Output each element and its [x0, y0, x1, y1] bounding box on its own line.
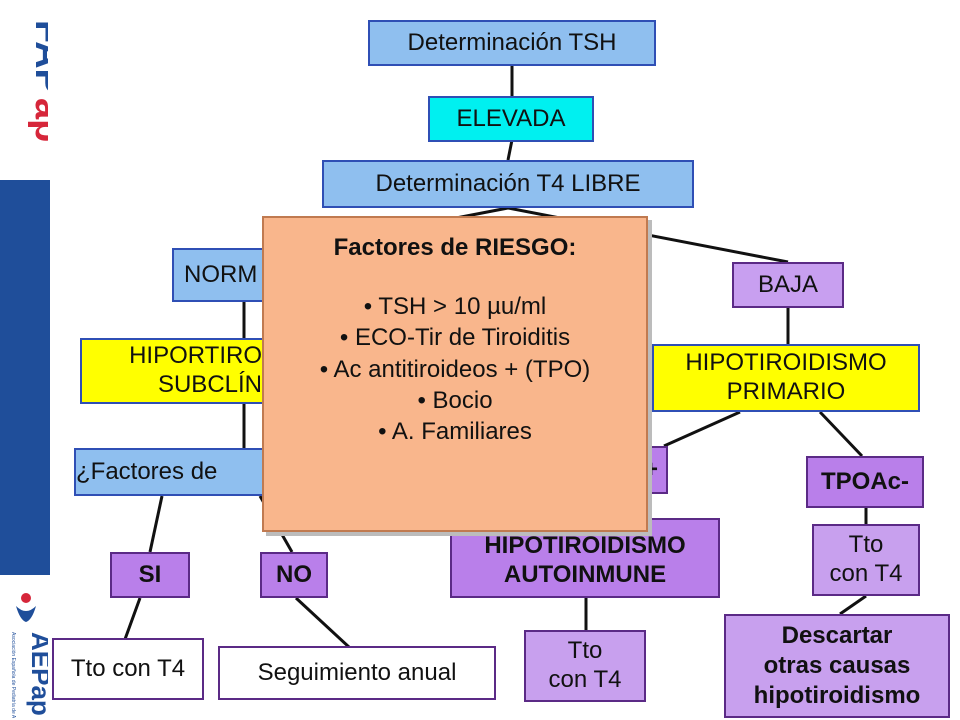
- hipotiroidismo-primario-box: HIPOTIROIDISMO PRIMARIO: [652, 344, 920, 412]
- seguimiento-anual-box: Seguimiento anual: [218, 646, 496, 700]
- sidebar-blue-band: [0, 180, 50, 575]
- risk-factors-popup: Factores de RIESGO: • TSH > 10 µu/ml • E…: [262, 216, 648, 532]
- hipo-prim-line1: HIPOTIROIDISMO: [685, 349, 887, 377]
- tto-t4-left-box: Tto con T4: [52, 638, 204, 700]
- tto-mid-line2: con T4: [548, 666, 622, 693]
- risk-item-familiares: • A. Familiares: [378, 417, 532, 445]
- baja-box: BAJA: [732, 262, 844, 308]
- tpoac-negative-box: TPOAc-: [806, 456, 924, 508]
- tto-right-line1: Tto: [848, 531, 884, 559]
- svg-text:FAP: FAP: [27, 20, 48, 94]
- descartar-line3: hipotiroidismo: [753, 682, 921, 709]
- risk-item-eco: • ECO-Tir de Tiroiditis: [339, 324, 571, 352]
- fapap-logo: FAP ap: [27, 20, 48, 142]
- hipo-sub-line1: HIPORTIRO: [129, 342, 262, 370]
- hipotiroidismo-subclinico-box: HIPORTIRO SUBCLÍN: [80, 338, 270, 404]
- risk-item-ac: • Ac antitiroideos + (TPO): [319, 355, 591, 383]
- sidebar: FAP ap AEPap Asociación Española de Pedi…: [0, 0, 50, 720]
- hipo-prim-line2: PRIMARIO: [726, 378, 846, 405]
- risk-item-bocio: • Bocio: [417, 386, 493, 414]
- tto-t4-mid-box: Tto con T4: [524, 630, 646, 702]
- normal-box: NORM: [172, 248, 272, 302]
- aepap-logo: AEPap Asociación Española de Pediatría d…: [10, 593, 48, 718]
- svg-text:Asociación Española de Pediatr: Asociación Española de Pediatría de Aten…: [10, 632, 16, 718]
- descartar-box: Descartar otras causas hipotiroidismo: [724, 614, 950, 718]
- risk-factors-title: Factores de RIESGO:: [333, 234, 577, 261]
- hipo-sub-line2: SUBCLÍN: [157, 371, 262, 398]
- no-box: NO: [260, 552, 328, 598]
- si-box: SI: [110, 552, 190, 598]
- hipo-auto-line1: HIPOTIROIDISMO: [484, 532, 686, 560]
- tto-t4-right-box: Tto con T4: [812, 524, 920, 596]
- risk-item-tsh: • TSH > 10 µu/ml: [363, 293, 547, 321]
- descartar-line1: Descartar: [781, 622, 893, 649]
- tto-mid-line1: Tto: [567, 637, 603, 665]
- hipo-auto-line2: AUTOINMUNE: [503, 561, 667, 589]
- tto-right-line2: con T4: [829, 560, 903, 587]
- factores-question-box: ¿Factores de: [74, 448, 270, 496]
- descartar-line2: otras causas: [763, 652, 911, 679]
- svg-text:ap: ap: [27, 98, 48, 142]
- elevada-box: ELEVADA: [428, 96, 594, 142]
- svg-text:AEPap: AEPap: [26, 632, 48, 716]
- tsh-box: Determinación TSH: [368, 20, 656, 66]
- t4libre-box: Determinación T4 LIBRE: [322, 160, 694, 208]
